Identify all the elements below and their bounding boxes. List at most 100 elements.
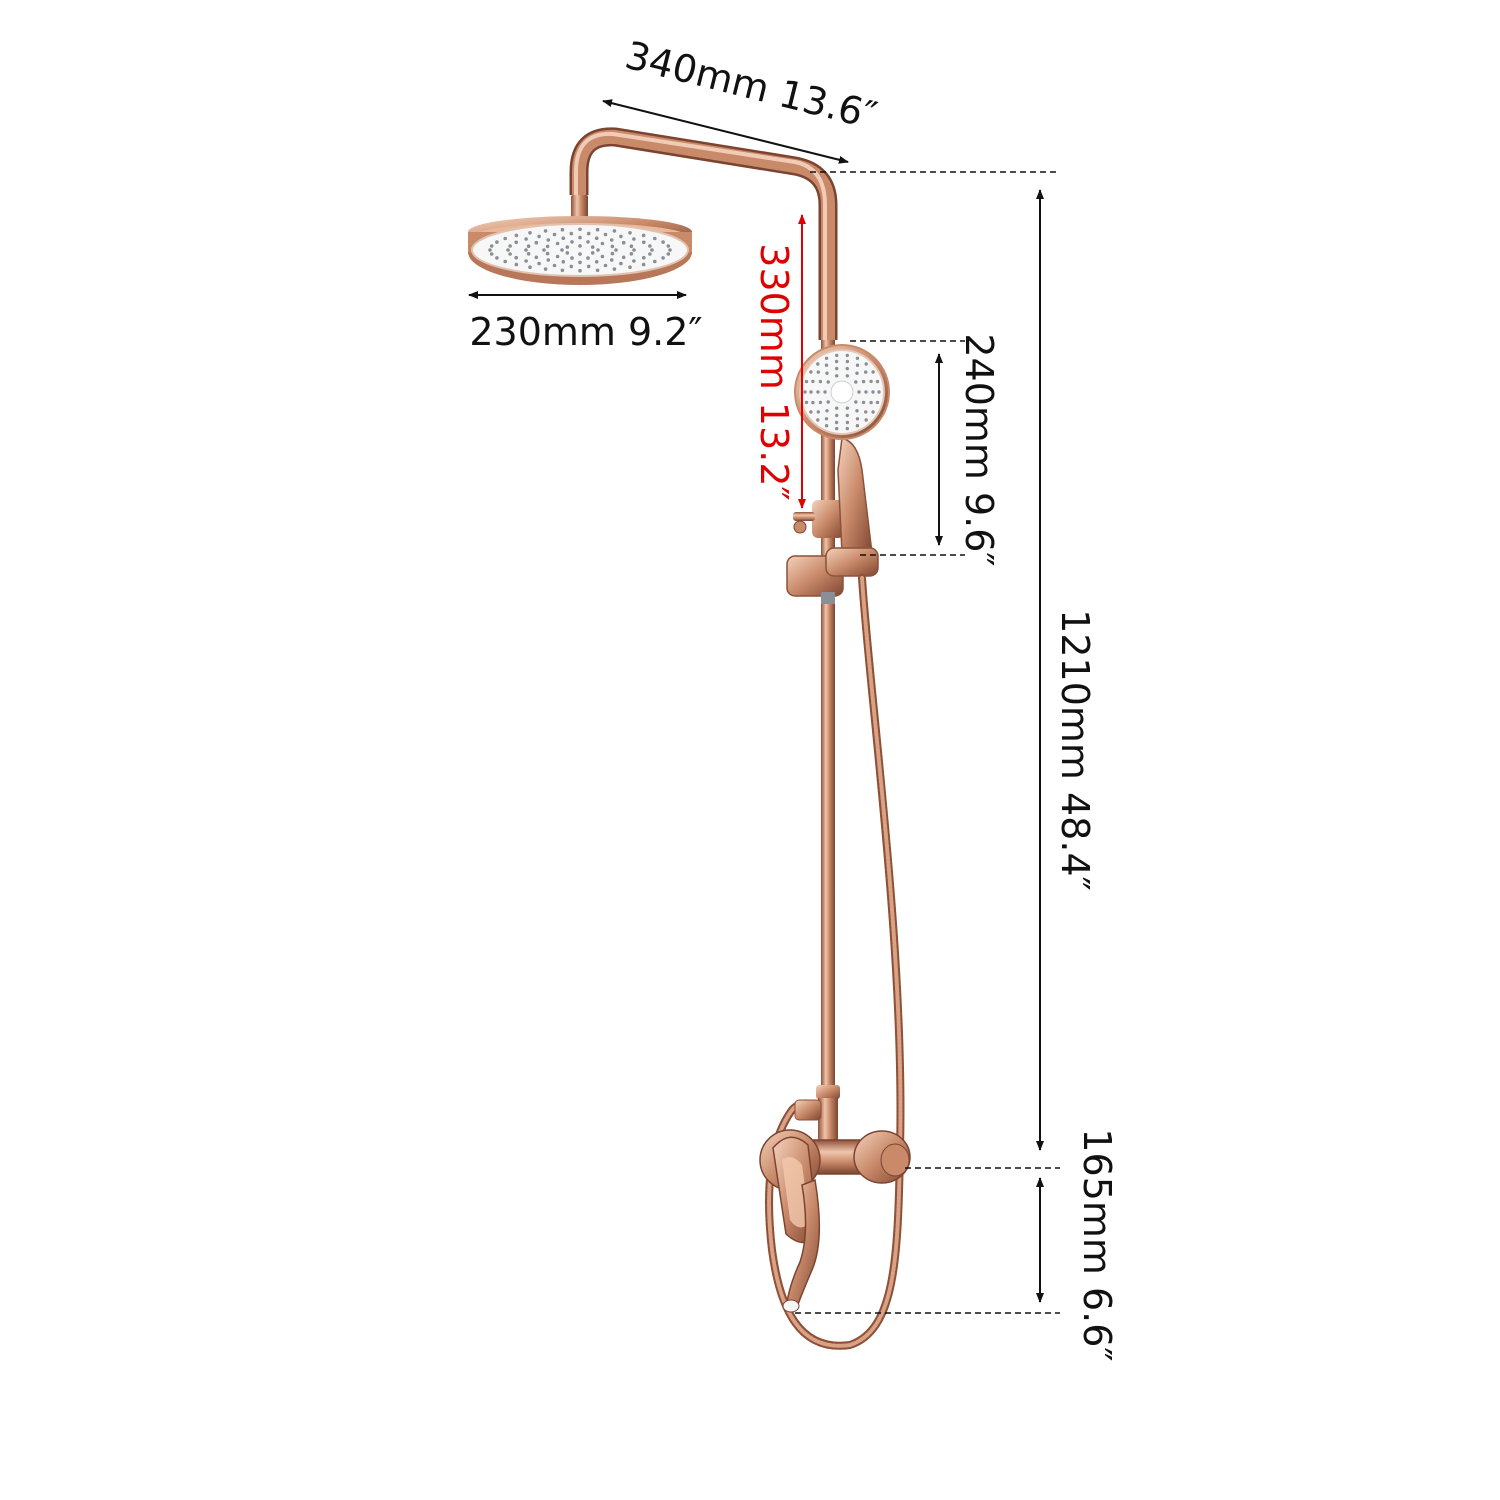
rain-nozzle [632,259,636,263]
rain-nozzle [578,244,582,248]
rain-nozzle [641,262,646,267]
hand-nozzle [877,390,881,394]
rain-nozzle [561,260,566,264]
rain-nozzle [603,263,608,268]
rain-nozzle [666,244,671,248]
hand-nozzle [871,410,875,414]
diverter-knob [793,500,844,538]
hand-nozzle [826,400,830,404]
rain-nozzle [561,236,566,240]
rain-nozzle [641,233,646,238]
rain-nozzle [552,263,557,268]
hand-nozzle [816,362,820,366]
rain-nozzle [560,227,565,232]
rain-nozzle [503,236,508,241]
hand-nozzle [826,380,830,384]
total-height-label: 1210mm 48.4″ [1053,609,1097,891]
hand-nozzle [816,370,820,374]
hand-nozzle [834,420,839,425]
rain-nozzle [537,234,541,239]
hand-nozzle [855,356,860,360]
hand-nozzle [825,409,829,413]
rain-nozzle [595,227,600,232]
arm-connector [571,195,588,217]
rain-nozzle [586,264,591,269]
hand-nozzle [845,366,849,371]
rain-nozzle [586,231,591,236]
rain-nozzle [534,255,539,260]
rain-nozzle [503,259,508,264]
hand-nozzle [855,371,859,375]
hand-nozzle [835,406,839,410]
rain-nozzle [543,267,548,271]
hand-nozzle [835,353,839,358]
rain-nozzle [542,248,546,252]
rain-nozzle [489,252,494,256]
rain-nozzle [546,238,551,242]
rain-nozzle [560,248,564,252]
rain-nozzle [578,260,582,265]
rain-nozzle [569,264,574,269]
rain-nozzle [594,260,599,264]
rain-nozzles [488,227,672,273]
rain-nozzle [609,238,614,242]
hand-nozzle [861,379,866,384]
hand-nozzle [864,370,868,374]
rain-nozzle [586,256,590,260]
rain-nozzle [595,268,600,273]
rain-nozzle [632,237,636,241]
rain-nozzle [596,248,600,252]
arm-length-label: 340mm 13.6″ [621,33,881,138]
hand-nozzle [864,362,868,366]
hand-nozzle [855,363,860,367]
drop-length-label: 330mm 13.2″ [752,243,796,500]
rain-nozzle [526,252,531,256]
hand-nozzle [869,400,873,405]
rain-nozzle [648,252,652,256]
hand-nozzle [811,379,815,384]
hand-nozzle [845,426,849,431]
rain-nozzle [495,240,499,244]
rain-nozzle [612,267,617,271]
hand-nozzle [809,410,813,414]
rain-nozzle [629,252,634,256]
hand-nozzle [825,371,829,375]
rain-nozzle [537,261,541,266]
hand-length-label: 240mm 9.6″ [957,333,1001,566]
hand-nozzle [804,400,809,405]
hand-nozzle [864,390,868,394]
hand-nozzle [835,426,839,431]
hand-nozzle [809,390,813,394]
rain-nozzle [603,232,608,237]
rain-nozzle [648,244,652,248]
hand-nozzle [845,359,850,364]
rain-nozzle [488,248,492,252]
rain-nozzle [489,244,494,248]
rain-nozzle [661,256,665,260]
hand-nozzle [835,366,839,371]
rain-nozzle [560,268,565,273]
rain-nozzle [642,240,646,245]
hand-nozzle [854,380,858,384]
hand-nozzle [835,374,839,378]
rain-nozzle [506,248,510,252]
rain-nozzle [661,240,665,244]
rain-nozzle [578,235,582,240]
rain-nozzle [594,236,599,240]
spout-height-label: 165mm 6.6″ [1075,1128,1119,1361]
rain-nozzle [578,252,582,256]
rain-nozzle [629,244,634,248]
hand-nozzle [875,379,880,384]
rain-nozzle [628,231,632,235]
hand-nozzle [809,370,813,374]
rain-nozzle [650,248,654,252]
hand-nozzle [855,424,860,428]
hand-nozzle [816,390,820,394]
hand-nozzle [845,353,849,358]
rain-nozzle [570,256,574,260]
hand-nozzle [861,400,866,405]
rain-nozzle [546,258,551,262]
head-diameter-label: 230mm 9.2″ [469,310,702,354]
hand-nozzle [869,379,873,384]
